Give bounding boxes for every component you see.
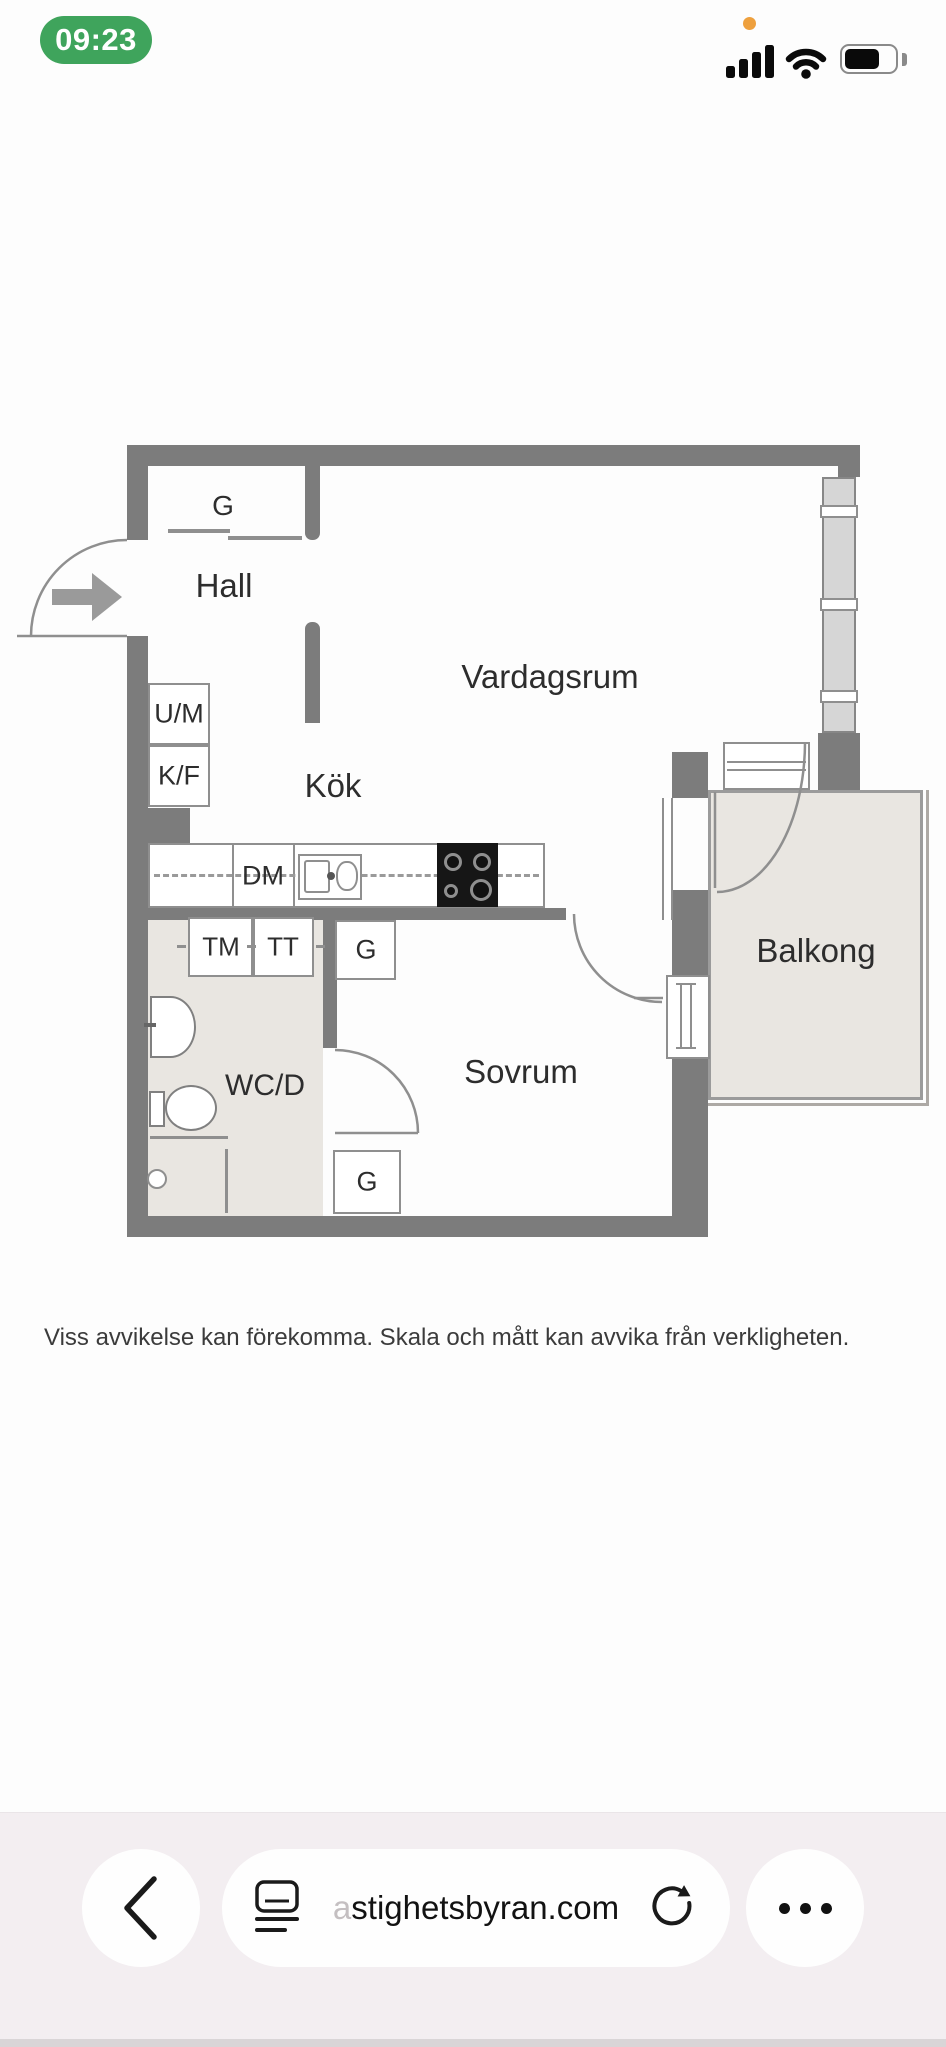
shower-icon [150,1136,228,1139]
home-indicator-strip [0,2039,946,2047]
balcony-door-arc [716,741,807,894]
closet-label: G [355,934,377,965]
recording-indicator-dot [743,17,756,30]
chevron-left-icon [124,1876,157,1940]
cabinet-label-um: U/M [154,698,204,729]
status-time: 09:23 [55,22,137,57]
sovrum-door-arc [572,913,663,1004]
room-label-hall: Hall [195,567,253,604]
shower-icon [225,1149,228,1213]
window-sovrum [666,975,710,1059]
dryer-tt-box [253,917,314,977]
appliance-label-tt: TT [267,931,299,962]
wifi-icon [785,48,827,79]
tick-mark [177,945,186,948]
wall-south [127,1216,708,1237]
url-main: stighetsbyran.com [351,1889,620,1926]
floorplan-disclaimer: Viss avvikelse kan förekomma. Skala och … [44,1324,850,1351]
sink-faucet [327,872,335,880]
window-pane-line [727,761,806,763]
washbasin-icon [150,996,196,1058]
cabinet-kf [148,745,210,807]
window-mullion [820,690,858,703]
window-pane-line [727,769,806,771]
room-label-wcd: WC/D [225,1069,305,1102]
stove-burner [444,853,462,871]
stove-burner [444,884,458,898]
wall-balcony-pier [672,752,708,798]
washbasin-tap [144,1023,156,1027]
balcony-floor [708,790,923,1100]
url-faded-prefix: a [332,1889,352,1926]
wall-west-upper [127,466,148,540]
floor-drain-icon [147,1169,167,1189]
door-swing-arcs [17,538,807,1135]
tick-mark [316,945,325,948]
room-label-sovrum: Sovrum [464,1053,578,1090]
wall-east [672,890,708,1237]
closet-sovrum-top [335,920,396,980]
wcd-door-arc [334,1048,420,1134]
sink-basin-right [336,861,358,891]
balcony-outer-rail [708,790,929,1106]
room-label-vardagsrum: Vardagsrum [461,658,639,695]
window-pane-line [680,985,682,1049]
wall-wcd-east [323,908,337,1048]
wall-hall-stub-lower [305,622,320,723]
wall-jamb-sovrum [662,798,673,920]
entry-arrow-icon [52,573,122,621]
tick-mark [247,945,256,948]
window-cap-line [676,1047,696,1049]
closet-sovrum-bottom [333,1150,401,1214]
wall-counter-left-block [148,808,190,843]
entry-door-arc [29,538,128,637]
wall-west-lower [127,636,148,1237]
window-cap-line [676,983,696,985]
stove-burner [470,879,492,901]
window-mullion [820,598,858,611]
room-label-balkong: Balkong [756,932,876,969]
stove-burner [473,853,491,871]
sink-basin-left [304,860,330,893]
reload-icon[interactable] [652,1885,692,1926]
closet-door-line [168,529,230,533]
appliance-label-dm: DM [242,860,284,891]
toilet-tank [149,1091,165,1127]
wall-north [127,445,860,466]
wall-northeast-corner [838,466,860,477]
window-balcony-door [723,742,810,790]
room-label-kok: Kök [304,767,362,804]
back-button[interactable] [82,1849,200,1967]
toilet-icon [165,1085,217,1131]
address-bar[interactable]: astighetsbyran.com [222,1849,730,1967]
url-text[interactable]: astighetsbyran.com [333,1889,619,1927]
active-call-time-pill[interactable]: 09:23 [40,16,152,64]
cabinet-um [148,683,210,745]
ellipsis-icon[interactable] [746,1849,864,1967]
reader-view-icon[interactable] [255,1880,299,1932]
appliance-label-tm: TM [202,931,240,962]
wall-hall-stub-upper [305,466,320,540]
window-mullion [820,505,858,518]
window-pane-line [690,985,692,1049]
closet-label: G [212,490,234,521]
closet-door-line [228,536,302,540]
wall-east-corner-block [818,733,860,790]
closet-label: G [356,1166,378,1197]
cabinet-label-kf: K/F [157,760,201,791]
